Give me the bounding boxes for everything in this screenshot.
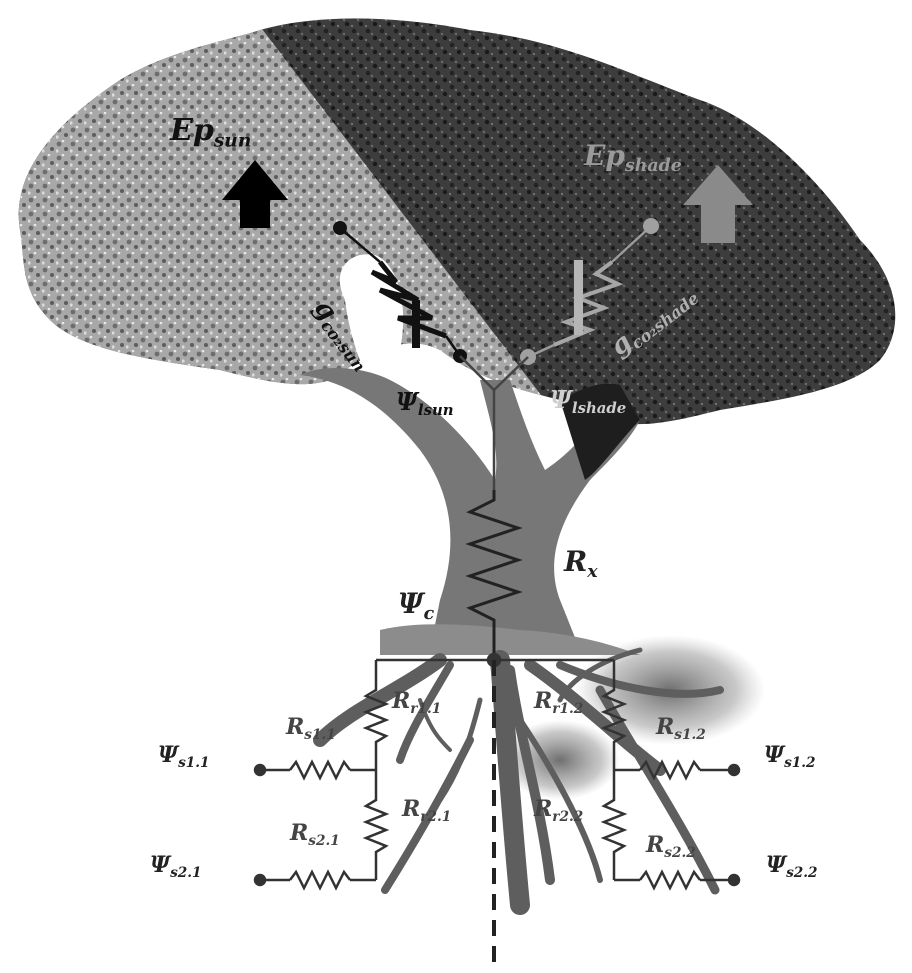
rs22-resistor [640,872,700,888]
psi-s21-node [255,875,265,885]
rr11-label: Rr1.1 [392,690,441,716]
psi-s22-label: Ψs2.2 [766,854,817,880]
rs21-label: Rs2.1 [290,822,340,848]
psi-s22-node [729,875,739,885]
ep-sun-label: Epsun [170,116,251,151]
rr12-label: Rr1.2 [534,690,583,716]
psi-s12-node [729,765,739,775]
psi-s11-node [255,765,265,775]
rs11-resistor [290,762,350,778]
psi-s21-label: Ψs2.1 [150,854,201,880]
sun-node-top [333,221,347,235]
shade-node-top [643,218,659,234]
rr11-resistor [366,660,386,770]
rs12-label: Rs1.2 [656,716,706,742]
rs11-label: Rs1.1 [286,716,336,742]
psi-c-label: Ψc [398,590,434,623]
rr21-resistor [366,770,386,880]
rs21-resistor [290,872,350,888]
ep-shade-label: Epshade [584,142,682,175]
rr22-label: Rr2.2 [534,798,583,824]
tree-canopy [0,0,912,460]
psi-lshade-label: Ψlshade [550,388,626,416]
rr22-resistor [604,770,624,880]
rs22-label: Rs2.2 [646,834,696,860]
rx-label: Rx [564,548,598,581]
psi-s12-label: Ψs1.2 [764,744,815,770]
psi-lsun-label: Ψlsun [396,390,454,418]
rr21-label: Rr2.1 [402,798,451,824]
psi-s11-label: Ψs1.1 [158,744,209,770]
